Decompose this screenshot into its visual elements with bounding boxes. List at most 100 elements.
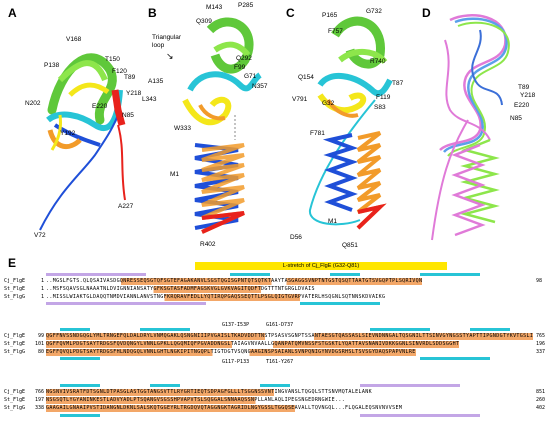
res-b-7: A135 — [148, 78, 164, 85]
ss-bar-cyan-5 — [60, 328, 90, 331]
align-row-1-1: Cj_FlgE 1 ..MGSLFGTS.QLQSAIVASDGQNRESSEQ… — [4, 278, 550, 285]
res-d-2: E220 — [514, 102, 530, 109]
res-b-3: Q292 — [236, 55, 252, 62]
row-start: 101 — [34, 341, 44, 347]
align-row-2-1: Cj_FlgE 99 QGFFNVSSNDGQGLYMLTRNGEFQLDALD… — [4, 333, 550, 340]
panel-c-structure — [309, 16, 393, 230]
res-c-10: F781 — [310, 130, 325, 137]
res-c-5: T87 — [392, 80, 404, 87]
row-seq: QGFFQVMLPDGTSAYTRDGSFQVDQNGYLVNNLGPKLLQG… — [46, 341, 460, 348]
res-a-1: T150 — [105, 56, 120, 63]
res-b-1: P285 — [238, 2, 254, 9]
sequence-alignment: L-stretch of Cj_FlgE (G32-Q81) Cj_FlgE 1… — [0, 258, 550, 438]
panel-c-label: C — [286, 6, 295, 20]
row-name: St_FlgE — [4, 397, 26, 403]
panel-e-label: E — [8, 256, 17, 270]
res-c-13: Q851 — [342, 242, 358, 249]
ss-bar-cyan-6 — [140, 328, 190, 331]
res-b-2: Q309 — [196, 18, 212, 25]
ss-bar-cyan-9 — [60, 357, 100, 360]
row-seq: ..MISSLWIAKTGLDAQQTNMDVIANNLANVSTNGFKRQR… — [46, 294, 386, 301]
res-a-7: E220 — [92, 103, 108, 110]
row-name: Cj_FlgE — [4, 278, 26, 284]
ss-bar-purple-3 — [360, 384, 460, 387]
row-end: 337 — [536, 349, 546, 355]
res-a-4: T89 — [124, 74, 136, 81]
row-start: 99 — [37, 333, 44, 339]
loop-mark-bottom-1: T161-Y267 — [266, 359, 294, 365]
res-a-5: Y218 — [126, 90, 142, 97]
row-name: St_FlgG — [4, 349, 26, 355]
res-a-3: F120 — [112, 68, 127, 75]
res-d-3: N85 — [510, 115, 522, 122]
row-start: 766 — [34, 389, 44, 395]
align-row-2-2: St_FlgE 101 QGFFQVMLPDGTSAYTRDGSFQVDQNGY… — [4, 341, 550, 348]
ss-bar-cyan-2 — [330, 273, 360, 276]
row-name: Cj_FlgE — [4, 389, 26, 395]
res-b-0: M143 — [206, 4, 223, 11]
res-c-7: F119 — [376, 94, 391, 101]
res-a-11: A227 — [118, 203, 134, 210]
res-c-9: S83 — [374, 104, 386, 111]
panel-a-label: A — [8, 6, 17, 20]
triangular-loop-annotation: Triangular loop — [152, 34, 182, 49]
row-end: 402 — [536, 405, 546, 411]
panel-b-label: B — [148, 6, 157, 20]
ss-bar-cyan-12 — [150, 384, 180, 387]
res-a-2: P138 — [44, 62, 60, 69]
ss-bar-cyan-10 — [420, 357, 490, 360]
row-start: 197 — [34, 397, 44, 403]
ss-bar-purple-4 — [360, 414, 480, 417]
res-a-9: Y192 — [60, 130, 76, 137]
res-a-10: V72 — [34, 232, 46, 239]
row-seq: EGFFQVQLPDGTSAYTRDGSFHLNDQGQLVNNLGHTLNGK… — [46, 349, 416, 356]
res-c-8: G32 — [322, 100, 335, 107]
row-start: 80 — [37, 349, 44, 355]
align-row-1-2: St_FlgE 1 ..MSFSQAVSGLNAAATNLDVIGNNIANSA… — [4, 286, 550, 293]
res-b-6: N357 — [252, 83, 268, 90]
align-row-3-3: St_FlgG 338 GAAGAILGNAAIPVSTIDANGNLDKNLS… — [4, 405, 550, 412]
row-name: St_FlgG — [4, 405, 26, 411]
res-a-8: N85 — [122, 112, 134, 119]
row-seq: GAAGAILGNAAIPVSTIDANGNLDKNLSALSKQTGGEYRL… — [46, 405, 403, 412]
ss-bar-cyan-7 — [370, 328, 430, 331]
row-seq: QGFFNVSSNDGQGLYMLTRNGEFQLDALDRYLVNMQGAKL… — [46, 333, 534, 340]
res-c-4: Q154 — [298, 74, 314, 81]
res-d-0: T89 — [518, 84, 530, 91]
align-row-1-3: St_FlgG 1 ..MISSLWIAKTGLDAQQTNMDVIANNLAN… — [4, 294, 550, 301]
res-c-12: D56 — [290, 234, 302, 241]
ss-bar-cyan-13 — [260, 384, 290, 387]
ss-bar-cyan-1 — [230, 273, 270, 276]
row-name: Cj_FlgE — [4, 333, 26, 339]
panel-d: D T89 Y218 E220 N85 — [420, 0, 550, 250]
row-end: 851 — [536, 389, 546, 395]
panel-c: C P165 G732 F757 R740 Q154 T87 V791 F119… — [280, 0, 420, 250]
row-seq: NSGSQTLYGYANINKESTLADVYADLPTSQANGVSGSSHP… — [46, 397, 346, 404]
res-c-3: R740 — [370, 58, 386, 65]
res-b-5: G71 — [244, 73, 257, 80]
row-seq: NGSNVIVSRATFDTSGNLDTPASGLASTGGTANGSVTTLR… — [46, 389, 372, 396]
res-b-10: M1 — [170, 171, 180, 178]
res-c-1: G732 — [366, 8, 382, 15]
l-stretch-banner: L-stretch of Cj_FlgE (G32-Q81) — [195, 262, 447, 270]
row-seq: ..MSFSQAVSGLNAAATNLDVIGNNIANSATYGFKSGTAS… — [46, 286, 315, 293]
res-b-8: L343 — [142, 96, 157, 103]
row-end: 196 — [536, 341, 546, 347]
ss-bar-purple-1 — [46, 273, 146, 276]
panel-d-label: D — [422, 6, 431, 20]
row-end: 260 — [536, 397, 546, 403]
ss-bar-purple-2 — [46, 302, 206, 305]
row-end: 765 — [536, 333, 546, 339]
align-row-3-2: St_FlgE 197 NSGSQTLYGYANINKESTLADVYADLPT… — [4, 397, 550, 404]
triangular-loop-arrow-icon: ↘ — [166, 51, 174, 61]
ss-bar-cyan-11 — [60, 384, 100, 387]
ss-bar-cyan-8 — [470, 328, 510, 331]
loop-mark-bottom-0: G117-P133 — [222, 359, 250, 365]
row-name: St_FlgE — [4, 286, 26, 292]
res-b-4: F99 — [234, 64, 246, 71]
loop-mark-top-1: G161-D737 — [266, 322, 294, 328]
panel-b-structure — [182, 17, 262, 234]
row-start: 338 — [34, 405, 44, 411]
res-a-0: V168 — [66, 36, 82, 43]
row-end: 98 — [536, 278, 543, 284]
